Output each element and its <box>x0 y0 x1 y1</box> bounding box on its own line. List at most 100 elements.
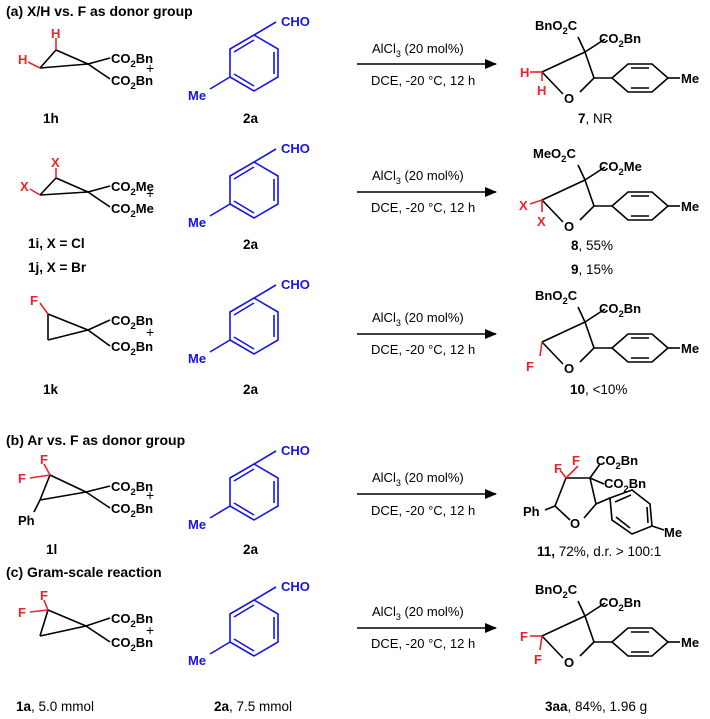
ester-co2bn-label: CO2Bn <box>111 339 153 358</box>
ring-oxygen: O <box>564 91 574 106</box>
ester-co2bn-label: CO2Bn <box>111 313 153 332</box>
atom-f: F <box>30 293 38 308</box>
conditions-bottom: DCE, -20 °C, 12 h <box>371 200 475 215</box>
ester-co2me-label: CO2Me <box>111 201 154 220</box>
atom-f: F <box>572 453 580 468</box>
product-8-9-structure <box>529 164 680 223</box>
atom-h: H <box>51 26 60 41</box>
ester-co2bn-label: CO2Bn <box>111 73 153 92</box>
product-label: 8, 55% <box>571 238 613 253</box>
ester-co2bn-label: CO2Bn <box>111 635 153 654</box>
conditions-bottom: DCE, -20 °C, 12 h <box>371 636 475 651</box>
atom-x: X <box>537 214 546 229</box>
ring-oxygen: O <box>564 655 574 670</box>
aldehyde-cho-label: CHO <box>281 141 310 156</box>
ester-bnco2-label: BnO2C <box>535 582 578 601</box>
plus-sign: + <box>146 622 154 638</box>
atom-h: H <box>520 65 529 80</box>
conditions-bottom: DCE, -20 °C, 12 h <box>371 73 475 88</box>
atom-f: F <box>554 461 562 476</box>
conditions-top: AlCl3 (20 mol%) <box>372 168 464 186</box>
atom-f: F <box>40 588 48 603</box>
substrate-1h-structure <box>27 38 111 80</box>
section-a-title: (a) X/H vs. F as donor group <box>6 3 193 19</box>
conditions-top: AlCl3 (20 mol%) <box>372 470 464 488</box>
aldehyde-2a-structure <box>209 284 279 355</box>
aldehyde-cho-label: CHO <box>281 277 310 292</box>
product-3aa-structure <box>530 600 680 659</box>
ester-bnco2-label: BnO2C <box>535 18 578 37</box>
substrate-label-2: 1j, X = Br <box>28 260 87 275</box>
conditions-top: AlCl3 (20 mol%) <box>372 604 464 622</box>
aldehyde-2a-structure <box>209 450 279 521</box>
phenyl-label: Ph <box>523 504 540 519</box>
product-label-2: 9, 15% <box>571 262 613 277</box>
conditions-top: AlCl3 (20 mol%) <box>372 41 464 59</box>
substrate-1a-structure <box>29 599 111 643</box>
row-4: F F Ph CO2Bn CO2Bn 1l + CHO Me 2a AlCl3 … <box>18 443 682 559</box>
aldehyde-cho-label: CHO <box>281 14 310 29</box>
ester-co2bn-label: CO2Bn <box>596 453 638 472</box>
ester-co2bn-label: CO2Bn <box>111 479 153 498</box>
ester-co2bn-label: CO2Bn <box>111 611 153 630</box>
ester-co2bn-label: CO2Bn <box>599 31 641 50</box>
methyl-label: Me <box>681 199 699 214</box>
aldehyde-me-label: Me <box>188 215 206 230</box>
substrate-1k-structure <box>39 302 111 347</box>
aldehyde-me-label: Me <box>188 88 206 103</box>
aldehyde-2a-structure <box>209 148 279 219</box>
atom-f: F <box>526 359 534 374</box>
atom-f: F <box>534 652 542 667</box>
aldehyde-label: 2a <box>243 382 259 397</box>
atom-f: F <box>520 629 528 644</box>
ester-co2bn-label: CO2Bn <box>604 476 646 495</box>
product-label: 3aa, 84%, 1.96 g <box>545 699 647 714</box>
substrate-1i-structure <box>29 168 111 208</box>
aldehyde-label: 2a <box>243 542 259 557</box>
ester-co2bn-label: CO2Bn <box>111 51 153 70</box>
substrate-1l-structure <box>29 463 111 513</box>
aldehyde-label: 2a, 7.5 mmol <box>214 699 292 714</box>
phenyl-label: Ph <box>18 513 35 528</box>
aldehyde-2a-structure <box>209 21 279 92</box>
conditions-top: AlCl3 (20 mol%) <box>372 310 464 328</box>
row-5: F F CO2Bn CO2Bn 1a, 5.0 mmol + CHO Me 2a… <box>16 579 699 714</box>
methyl-label: Me <box>681 341 699 356</box>
ester-co2me-label: CO2Me <box>111 179 154 198</box>
aldehyde-label: 2a <box>243 111 259 126</box>
ester-co2bn-label: CO2Bn <box>599 595 641 614</box>
ring-oxygen: O <box>570 516 580 531</box>
methyl-label: Me <box>681 635 699 650</box>
methyl-label: Me <box>664 525 682 540</box>
section-c-title: (c) Gram-scale reaction <box>6 564 162 580</box>
atom-f: F <box>40 452 48 467</box>
substrate-label: 1a, 5.0 mmol <box>16 699 94 714</box>
atom-x: X <box>20 179 29 194</box>
plus-sign: + <box>146 185 154 201</box>
ester-co2bn-label: CO2Bn <box>599 301 641 320</box>
aldehyde-me-label: Me <box>188 517 206 532</box>
ester-meo2c-label: MeO2C <box>533 146 576 165</box>
aldehyde-me-label: Me <box>188 351 206 366</box>
plus-sign: + <box>146 487 154 503</box>
substrate-label: 1i, X = Cl <box>28 236 85 251</box>
product-label: 11, 72%, d.r. > 100:1 <box>537 544 661 559</box>
atom-x: X <box>51 155 60 170</box>
aldehyde-me-label: Me <box>188 653 206 668</box>
ring-oxygen: O <box>564 219 574 234</box>
atom-f: F <box>18 605 26 620</box>
row-3: F CO2Bn CO2Bn 1k + CHO Me 2a AlCl3 (20 m… <box>30 277 699 397</box>
product-label: 7, NR <box>578 111 613 126</box>
product-label: 10, <10% <box>570 382 627 397</box>
conditions-bottom: DCE, -20 °C, 12 h <box>371 342 475 357</box>
plus-sign: + <box>146 324 154 340</box>
aldehyde-2a-structure <box>209 586 279 657</box>
product-7-structure <box>530 36 680 95</box>
ester-co2me-label: CO2Me <box>599 159 642 178</box>
aldehyde-cho-label: CHO <box>281 443 310 458</box>
aldehyde-label: 2a <box>243 237 259 252</box>
ester-bnco2-label: BnO2C <box>535 288 578 307</box>
atom-h: H <box>537 83 546 98</box>
atom-h: H <box>18 52 27 67</box>
product-11-structure <box>544 463 665 535</box>
